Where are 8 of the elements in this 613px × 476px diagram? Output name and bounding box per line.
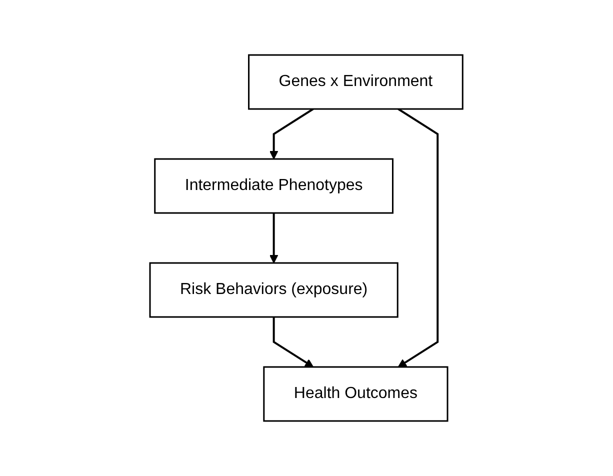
- node-box: Risk Behaviors (exposure): [149, 262, 399, 318]
- arrow: [270, 108, 314, 160]
- arrow: [398, 108, 439, 368]
- node-box: Intermediate Phenotypes: [154, 158, 394, 214]
- node-box: Health Outcomes: [263, 366, 448, 422]
- arrow: [270, 213, 278, 264]
- node-box: Genes x Environment: [248, 54, 464, 110]
- arrow: [272, 317, 314, 368]
